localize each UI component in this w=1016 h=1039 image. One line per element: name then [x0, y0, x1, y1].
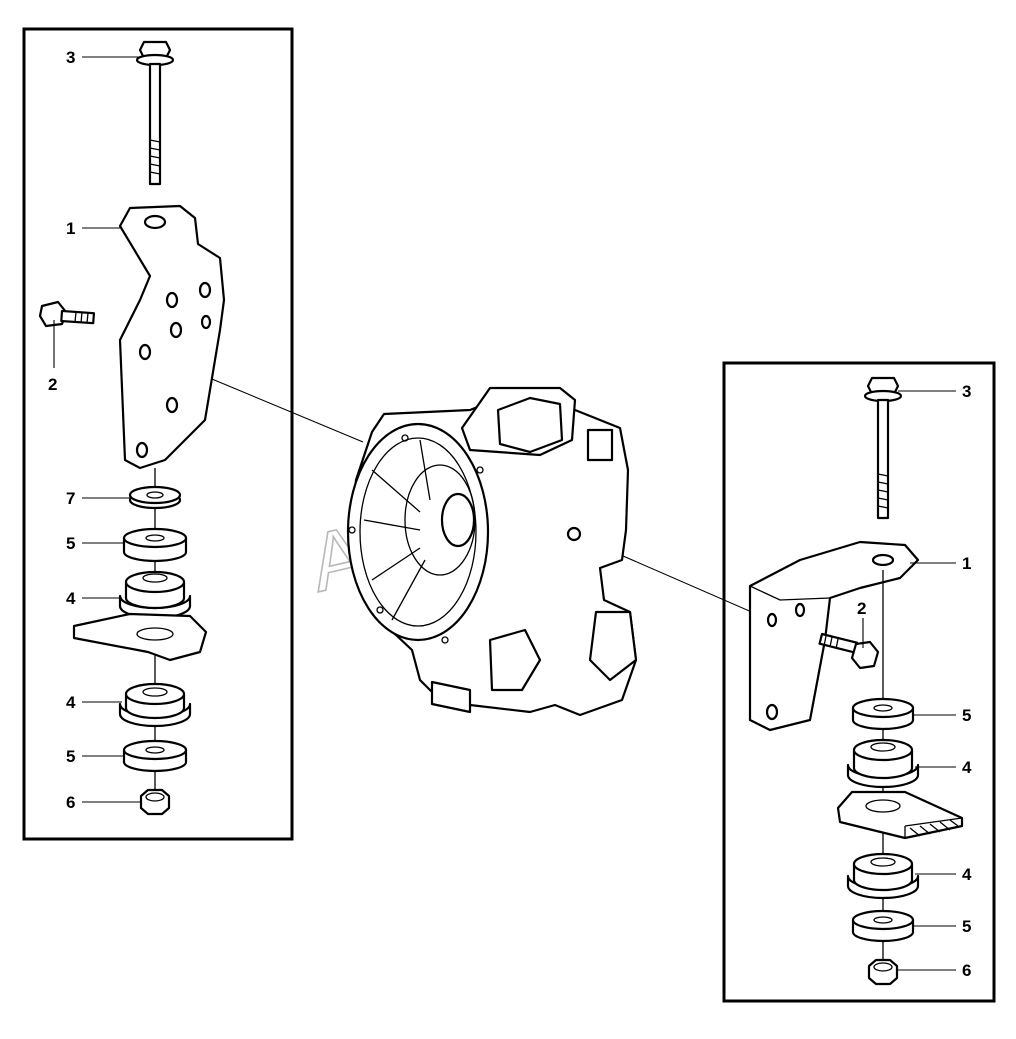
left-callout-1: 1: [66, 219, 75, 238]
right-plate: [836, 790, 964, 840]
right-callout-4-lower: 4: [962, 865, 972, 884]
left-plate: [72, 612, 208, 662]
left-bolt-3: [135, 40, 175, 186]
left-callout-3: 3: [66, 48, 75, 67]
left-callout-4-lower: 4: [66, 693, 76, 712]
right-callout-1: 1: [962, 554, 971, 573]
right-callout-6: 6: [962, 961, 971, 980]
right-rubber-mount-4-upper: [846, 738, 920, 789]
left-callout-7: 7: [66, 489, 75, 508]
right-nut-6: [867, 958, 899, 986]
left-callout-leaders: [53, 56, 141, 803]
left-callout-6: 6: [66, 793, 75, 812]
right-bolt-2: [818, 632, 880, 670]
right-callout-2: 2: [857, 599, 866, 618]
right-washer-5-upper: [851, 697, 915, 731]
right-bracket-1: [748, 540, 920, 732]
transmission-housing: [346, 386, 638, 717]
right-assembly-frame: [722, 361, 996, 1003]
right-callout-5-lower: 5: [962, 917, 971, 936]
right-callout-5-upper: 5: [962, 706, 971, 725]
right-washer-5-lower: [851, 909, 915, 943]
left-rubber-mount-4-lower: [118, 682, 192, 728]
left-washer-5-upper: [122, 527, 188, 563]
left-callout-5-lower: 5: [66, 747, 75, 766]
left-callout-5-upper: 5: [66, 534, 75, 553]
left-callout-4-upper: 4: [66, 589, 76, 608]
left-washer-5-lower: [122, 739, 188, 773]
right-callout-3: 3: [962, 382, 971, 401]
left-assembly-frame: [22, 27, 294, 841]
right-callout-leaders: [862, 390, 956, 971]
left-rubber-mount-4-upper: [118, 570, 192, 620]
right-rubber-mount-4-lower: [846, 852, 920, 900]
right-callout-4-upper: 4: [962, 758, 972, 777]
left-nut-6: [139, 788, 171, 816]
left-washer-7: [128, 485, 182, 510]
right-bolt-3: [863, 376, 903, 520]
left-callout-2: 2: [48, 375, 57, 394]
left-bracket-1: [118, 204, 226, 470]
left-bolt-2: [38, 300, 96, 328]
